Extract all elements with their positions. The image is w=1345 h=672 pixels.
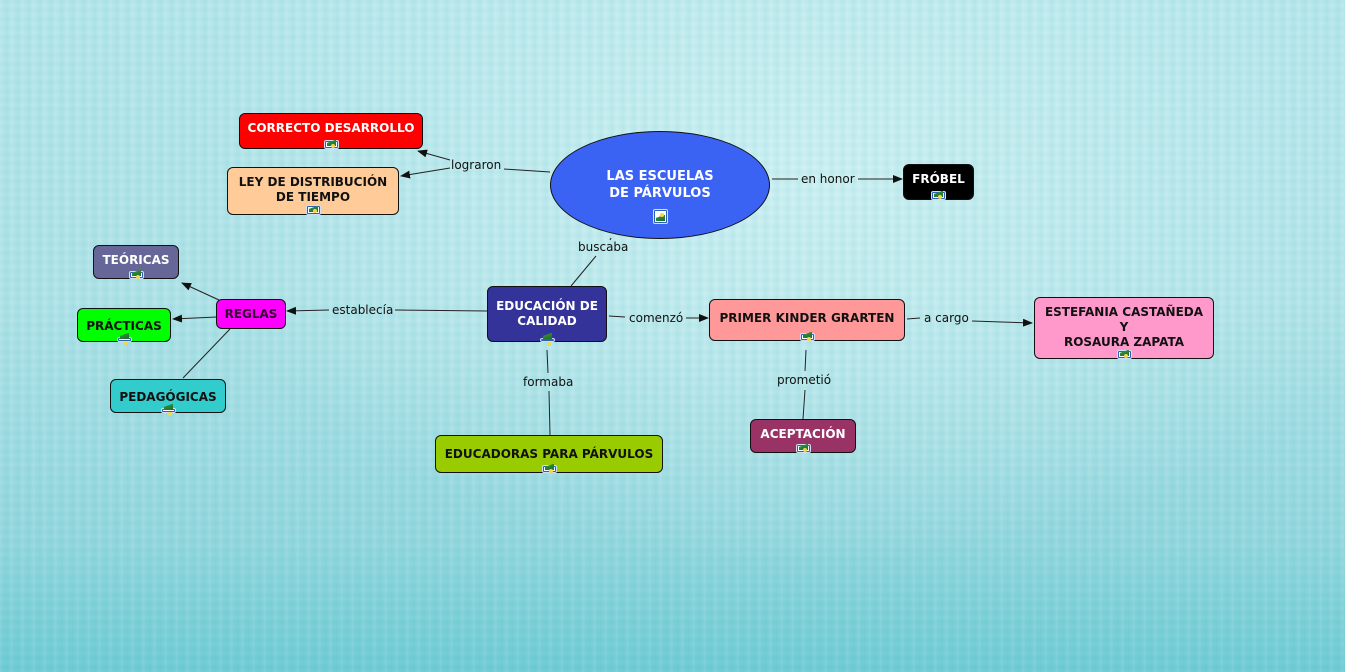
link-lograron-correcto: [417, 149, 451, 161]
link-label-comenzo: comenzó: [629, 311, 684, 325]
link-educacion-formaba: [546, 349, 549, 374]
concept-frobel[interactable]: FRÓBEL: [903, 164, 974, 200]
concept-label: TEÓRICAS: [102, 253, 170, 267]
concept-label: LEY DE DISTRIBUCIÓN DE TIEMPO: [238, 175, 388, 204]
image-icon[interactable]: [932, 191, 945, 199]
image-icon[interactable]: [796, 444, 810, 452]
link-label-a-cargo: a cargo: [924, 311, 969, 325]
link-kinder-prometio: [804, 349, 807, 372]
concept-label: FRÓBEL: [912, 172, 965, 186]
image-icon[interactable]: [542, 464, 556, 473]
concept-label: REGLAS: [224, 307, 278, 321]
link-prometio-aceptacion: [802, 389, 806, 420]
link-reglas-pedagogicas: [182, 328, 231, 379]
concept-primer-kinder-grarten[interactable]: PRIMER KINDER GRARTEN: [709, 299, 905, 341]
concept-correcto-desarrollo[interactable]: CORRECTO DESARROLLO: [239, 113, 423, 149]
link-reglas-teoricas: [181, 282, 220, 301]
link-escuelas-buscaba: [609, 237, 612, 241]
concept-label: EDUCADORAS PARA PÁRVULOS: [444, 447, 654, 461]
concept-teoricas[interactable]: TEÓRICAS: [93, 245, 179, 279]
concept-educacion-de-calidad[interactable]: EDUCACIÓN DE CALIDAD: [487, 286, 607, 346]
link-buscaba-educacion: [570, 255, 597, 287]
image-icon[interactable]: [653, 210, 667, 223]
link-label-formaba: formaba: [523, 375, 574, 389]
link-formaba-educadoras: [548, 390, 551, 436]
concept-ley-de-distribucion[interactable]: LEY DE DISTRIBUCIÓN DE TIEMPO: [227, 167, 399, 215]
link-educacion-comenzo: [608, 315, 626, 318]
concept-escuelas-de-parvulos[interactable]: LAS ESCUELAS DE PÁRVULOS: [550, 131, 770, 239]
concept-educadoras-para-parvulos[interactable]: EDUCADORAS PARA PÁRVULOS: [435, 435, 663, 473]
image-icon[interactable]: [129, 270, 143, 279]
link-label-prometio: prometió: [777, 373, 832, 387]
link-label-en-honor: en honor: [801, 172, 855, 186]
link-reglas-practicas: [172, 314, 218, 323]
concept-label: LAS ESCUELAS DE PÁRVULOS: [606, 169, 714, 201]
concept-practicas[interactable]: PRÁCTICAS: [77, 308, 171, 345]
concept-aceptacion[interactable]: ACEPTACIÓN: [750, 419, 856, 453]
image-icon[interactable]: [1117, 350, 1131, 358]
image-icon[interactable]: [800, 332, 814, 341]
link-label-lograron: lograron: [451, 158, 502, 172]
concept-label: PRIMER KINDER GRARTEN: [719, 311, 895, 325]
concept-label: PEDAGÓGICAS: [119, 390, 217, 404]
link-escuelas-lograron: [503, 168, 551, 173]
link-label-buscaba: buscaba: [578, 240, 629, 254]
link-lograron-ley: [400, 167, 451, 179]
link-establecia-reglas: [286, 306, 330, 315]
concept-label: ACEPTACIÓN: [760, 427, 846, 441]
image-icon[interactable]: [117, 333, 131, 345]
concept-label: ESTEFANIA CASTAÑEDA Y ROSAURA ZAPATA: [1044, 305, 1204, 349]
image-icon[interactable]: [306, 206, 320, 214]
concept-estefania-rosaura[interactable]: ESTEFANIA CASTAÑEDA Y ROSAURA ZAPATA: [1034, 297, 1214, 359]
concept-label: EDUCACIÓN DE CALIDAD: [496, 299, 598, 328]
concept-label: PRÁCTICAS: [86, 319, 162, 333]
concept-pedagogicas[interactable]: PEDAGÓGICAS: [110, 379, 226, 416]
concept-label: CORRECTO DESARROLLO: [247, 121, 415, 135]
image-icon[interactable]: [324, 140, 338, 148]
image-icon[interactable]: [161, 404, 175, 416]
link-acargo-estefania: [971, 318, 1033, 327]
link-label-establecia: establecía: [332, 303, 394, 317]
link-educacion-establecia: [394, 309, 488, 312]
image-icon[interactable]: [540, 333, 554, 346]
concept-reglas[interactable]: REGLAS: [216, 299, 286, 329]
link-kinder-acargo: [906, 317, 921, 320]
